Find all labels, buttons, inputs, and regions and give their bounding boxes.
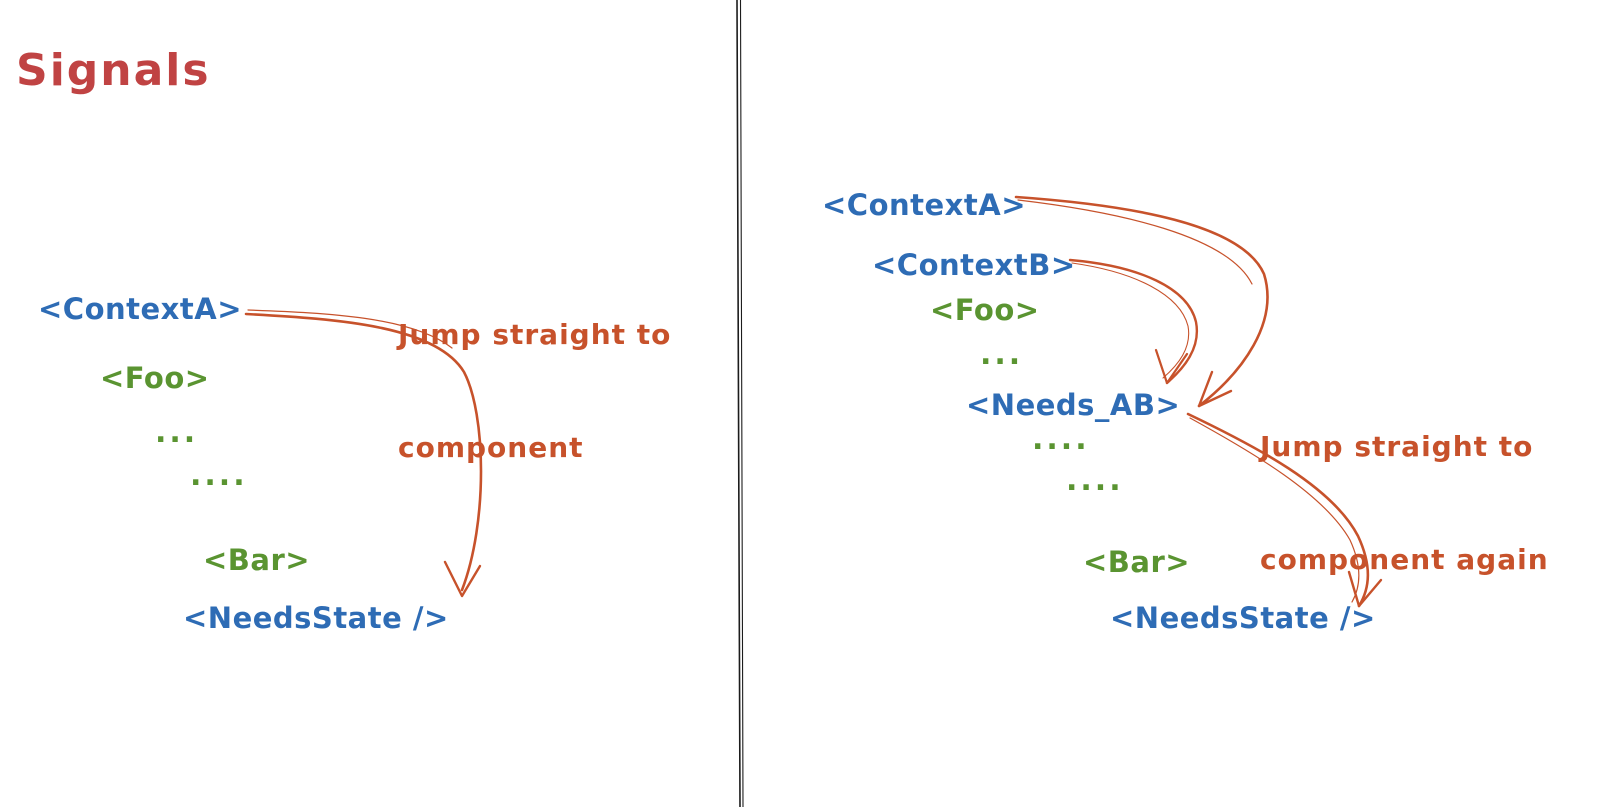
right-needs-ab-arrow[interactable] (1186, 412, 1383, 608)
right-context-b-arrow[interactable] (1068, 258, 1199, 385)
left-ellipsis-3[interactable]: ... (155, 415, 199, 450)
annotation-line: component (398, 430, 584, 464)
right-arrowhead-b (1154, 348, 1189, 385)
right-foo-tag[interactable]: <Foo> (930, 293, 1040, 327)
annotation-line: Jump straight to (398, 317, 672, 351)
right-ellipsis-4b[interactable]: .... (1066, 463, 1124, 498)
right-needs-ab-tag[interactable]: <Needs_AB> (966, 388, 1181, 422)
left-jump-annotation[interactable]: Jump straight to component (398, 240, 671, 542)
left-foo-tag[interactable]: <Foo> (100, 361, 210, 395)
left-arrowhead (443, 560, 482, 598)
divider-line[interactable] (736, 0, 744, 807)
right-context-a-arrow[interactable] (1014, 195, 1269, 408)
right-bar-tag[interactable]: <Bar> (1083, 545, 1191, 579)
annotation-line: component again (1260, 542, 1549, 576)
annotation-line: Jump straight to (1260, 429, 1534, 463)
right-needs-state-tag[interactable]: <NeedsState /> (1110, 601, 1376, 635)
right-arrowhead-c (1347, 570, 1383, 608)
right-context-b-tag[interactable]: <ContextB> (872, 248, 1076, 282)
left-jump-arrow[interactable] (244, 309, 483, 598)
page-title[interactable]: Signals (16, 45, 211, 96)
right-jump-annotation[interactable]: Jump straight to component again (1260, 352, 1549, 654)
right-arrowhead-a (1197, 370, 1233, 408)
right-context-a-tag[interactable]: <ContextA> (822, 188, 1026, 222)
right-ellipsis-4a[interactable]: .... (1032, 422, 1090, 457)
left-bar-tag[interactable]: <Bar> (203, 543, 311, 577)
right-ellipsis-3[interactable]: ... (980, 337, 1024, 372)
left-needs-state-tag[interactable]: <NeedsState /> (183, 601, 449, 635)
left-ellipsis-4[interactable]: .... (190, 458, 248, 493)
left-context-a-tag[interactable]: <ContextA> (38, 292, 242, 326)
